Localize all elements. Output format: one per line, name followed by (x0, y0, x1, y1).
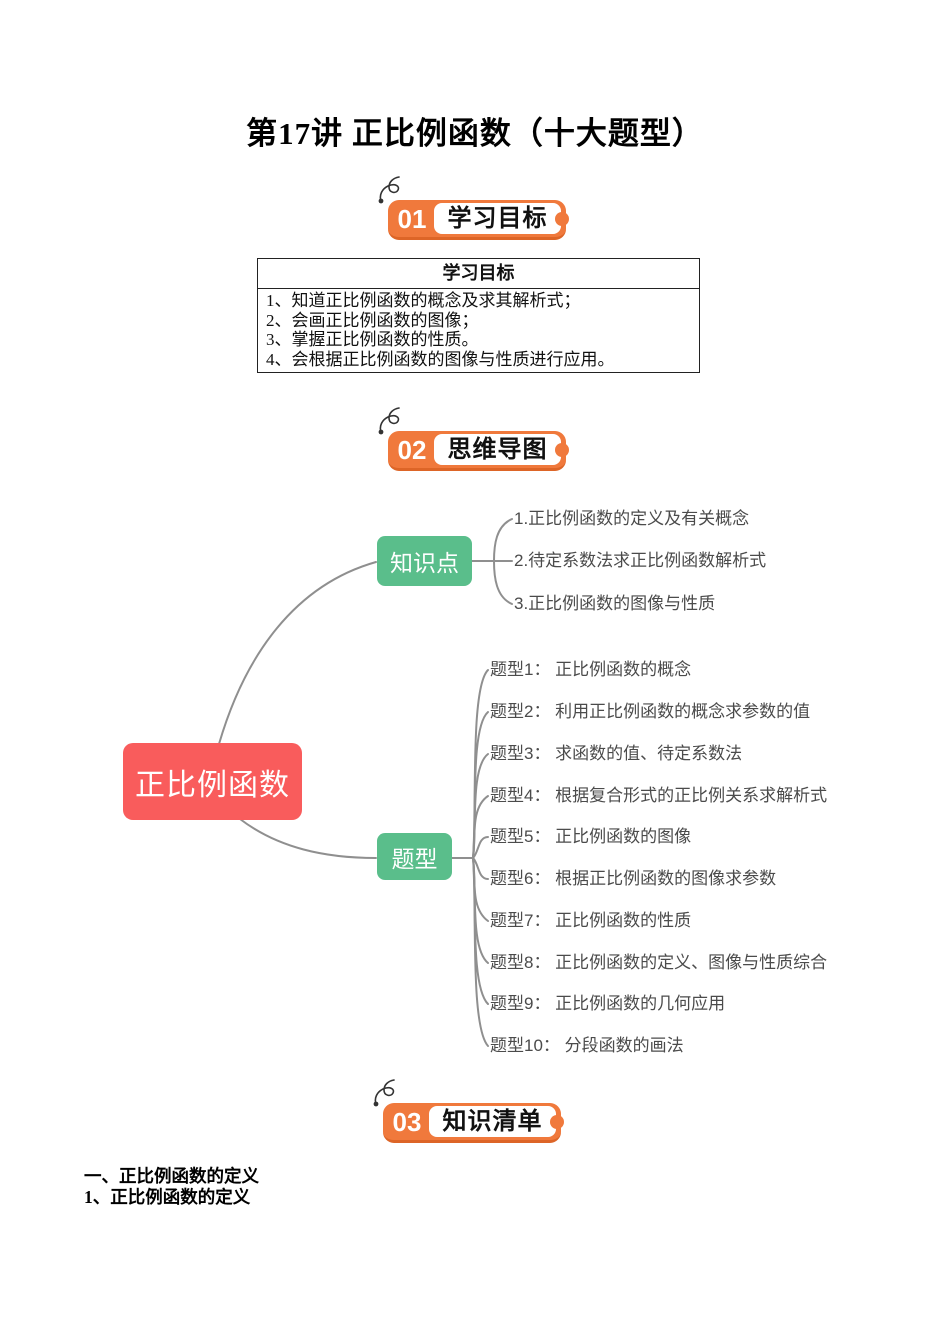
badge-number: 01 (397, 204, 427, 234)
knowledge-item: 2.待定系数法求正比例函数解析式 (514, 551, 767, 570)
section-badge-03: 03 知识清单 (372, 1077, 572, 1147)
objectives-table: 学习目标 1、知道正比例函数的概念及求其解析式； 2、会画正比例函数的图像； 3… (257, 258, 700, 373)
topic-item: 题型2： 利用正比例函数的概念求参数的值 (490, 702, 811, 721)
knowledge-list-section-heading: 一、正比例函数的定义 (84, 1166, 259, 1186)
knowledge-list-sub-heading: 1、正比例函数的定义 (84, 1187, 251, 1207)
knowledge-item: 3.正比例函数的图像与性质 (514, 594, 716, 613)
ticket-notch-icon (555, 211, 569, 226)
topic-item: 题型5： 正比例函数的图像 (490, 827, 692, 846)
badge-pill: 03 知识清单 (383, 1103, 564, 1143)
ticket-notch-icon (550, 1114, 564, 1129)
mindmap-branch-topics: 题型 (377, 833, 452, 880)
badge-label-plate: 学习目标 (434, 203, 569, 234)
topic-item: 题型1： 正比例函数的概念 (490, 660, 692, 679)
topic-item: 题型8： 正比例函数的定义、图像与性质综合 (490, 953, 828, 972)
topic-item: 题型10： 分段函数的画法 (490, 1036, 684, 1055)
topic-item: 题型4： 根据复合形式的正比例关系求解析式 (490, 786, 828, 805)
topic-item: 题型3： 求函数的值、待定系数法 (490, 744, 743, 763)
knowledge-item: 1.正比例函数的定义及有关概念 (514, 509, 750, 528)
objective-row: 3、掌握正比例函数的性质。 (266, 330, 479, 349)
objectives-table-body: 1、知道正比例函数的概念及求其解析式； 2、会画正比例函数的图像； 3、掌握正比… (258, 289, 699, 372)
section-badge-01: 01 学习目标 (377, 174, 577, 244)
badge-pill: 02 思维导图 (388, 431, 569, 471)
badge-label: 思维导图 (447, 436, 548, 463)
objective-row: 1、知道正比例函数的概念及求其解析式； (266, 291, 581, 310)
pin-icon (378, 176, 400, 204)
badge-pill: 01 学习目标 (388, 200, 569, 240)
badge-number: 03 (392, 1107, 422, 1137)
badge-label: 知识清单 (442, 1108, 543, 1135)
pin-icon (373, 1079, 395, 1107)
badge-label-plate: 知识清单 (429, 1106, 564, 1137)
mindmap-root-node: 正比例函数 (123, 743, 302, 820)
badge-label-plate: 思维导图 (434, 434, 569, 465)
objectives-table-header: 学习目标 (258, 259, 699, 289)
mindmap-branch-knowledge: 知识点 (377, 536, 472, 586)
pin-icon (378, 407, 400, 435)
badge-label: 学习目标 (447, 205, 548, 232)
objective-row: 2、会画正比例函数的图像； (266, 310, 479, 330)
badge-number: 02 (397, 435, 427, 465)
ticket-notch-icon (555, 442, 569, 457)
section-badge-02: 02 思维导图 (377, 405, 577, 475)
topic-item: 题型9： 正比例函数的几何应用 (490, 994, 726, 1013)
topic-item: 题型7： 正比例函数的性质 (490, 911, 692, 930)
objective-row: 4、会根据正比例函数的图像与性质进行应用。 (266, 349, 615, 369)
topic-item: 题型6： 根据正比例函数的图像求参数 (490, 869, 777, 888)
page-title: 第17讲 正比例函数（十大题型） (246, 116, 704, 151)
